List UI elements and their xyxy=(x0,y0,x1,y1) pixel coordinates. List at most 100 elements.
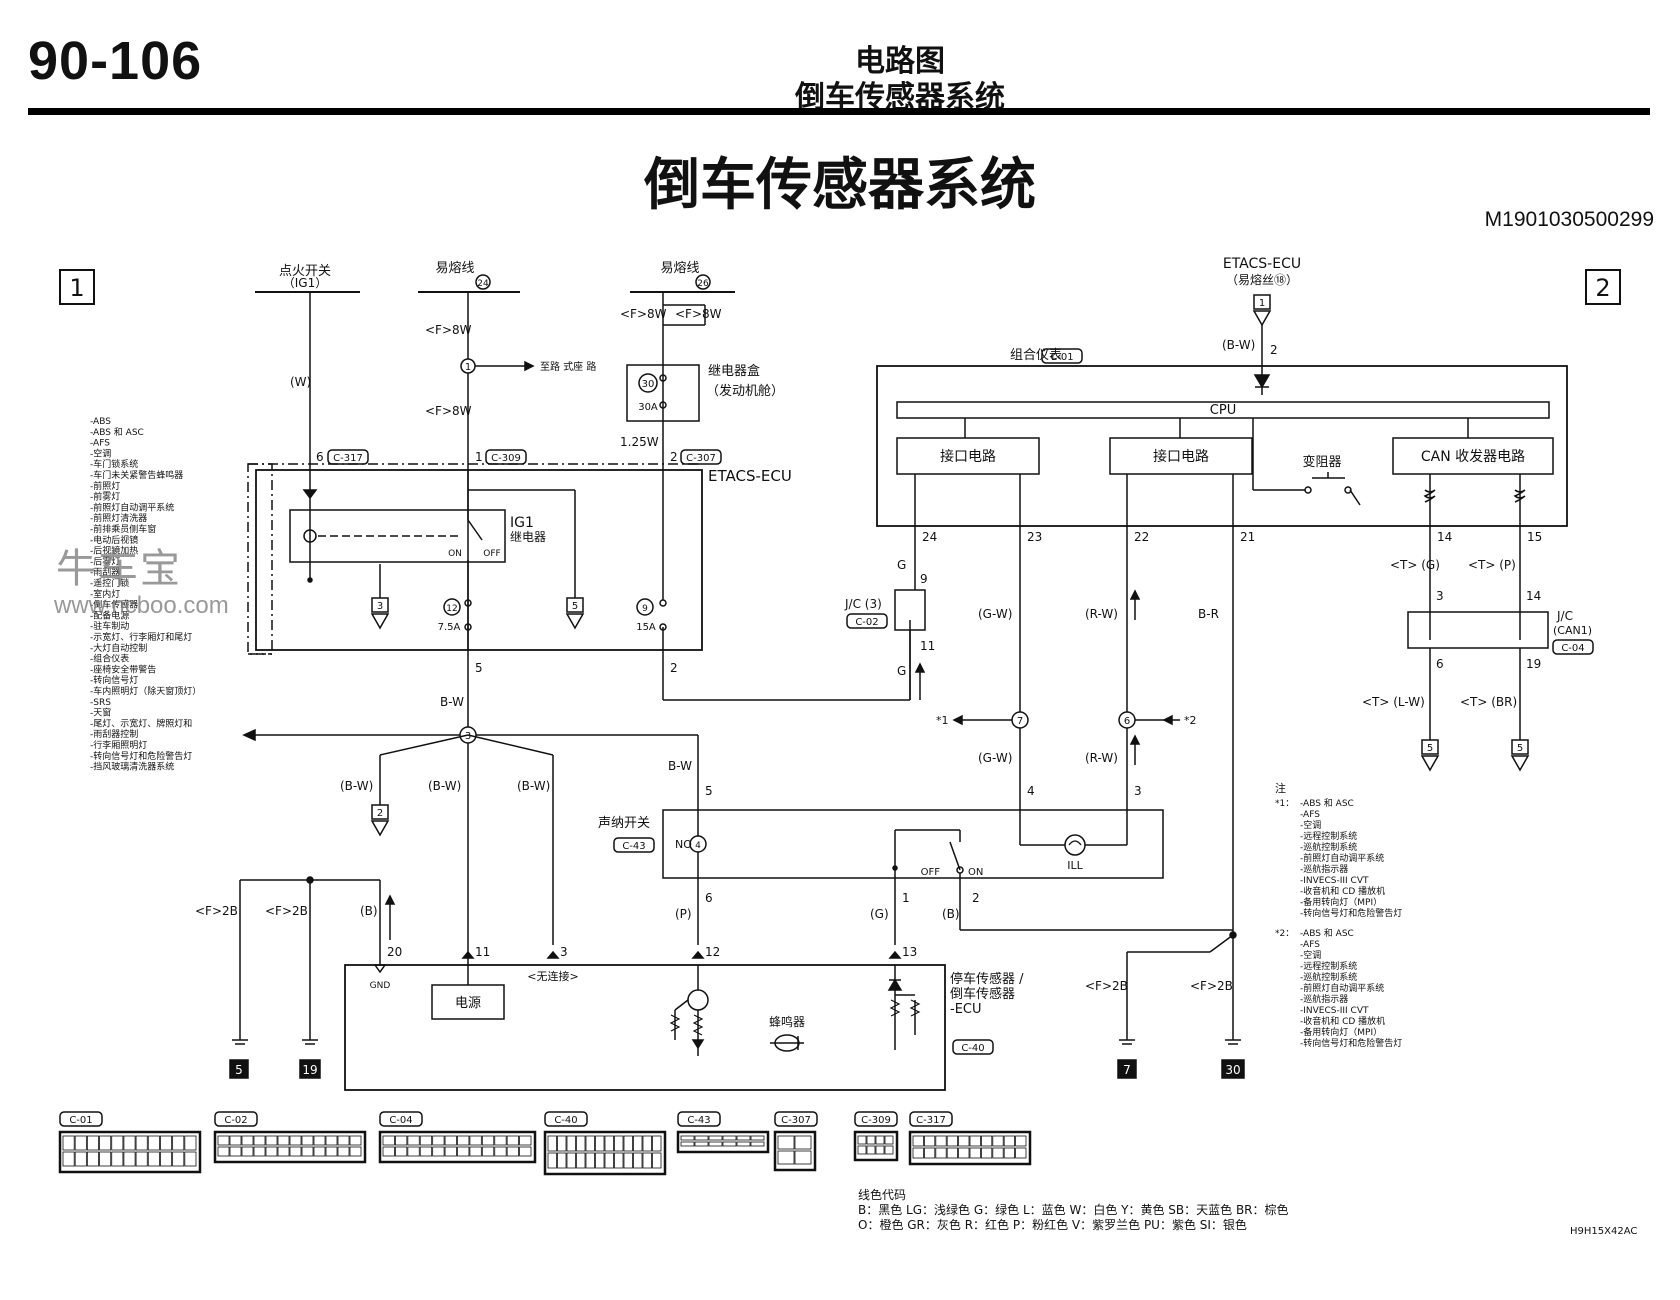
connector-pin-cell xyxy=(184,1151,197,1167)
connector-pin-cell xyxy=(557,1152,567,1169)
connector-pin-cell xyxy=(494,1135,507,1146)
notes-1-item: -远程控制系统 xyxy=(1300,830,1357,842)
left-list-item: -车门未关紧警告蜂鸣器 xyxy=(90,469,183,481)
jc3-pin-11: 11 xyxy=(920,639,935,653)
connector-view-tag xyxy=(379,1111,423,1127)
connector-view-label: C-04 xyxy=(389,1115,412,1126)
connector-pin-cell xyxy=(750,1141,765,1147)
left-list-item: -尾灯、示宽灯、牌照灯和 xyxy=(90,717,192,729)
notes-1-item: -转向信号灯和危险警告灯 xyxy=(1300,907,1402,919)
jc-can-pin-6: 6 xyxy=(1436,657,1444,671)
connector-pin-cell xyxy=(912,1135,924,1147)
connector-pin-cell xyxy=(875,1135,885,1145)
connector-pin-cell xyxy=(457,1135,470,1146)
connector-pin-cell xyxy=(419,1135,433,1146)
jc-can-label: J/C xyxy=(1556,609,1573,623)
connector-pin-cell xyxy=(614,1152,624,1169)
wire-label-1-25w: 1.25W xyxy=(620,435,659,449)
connector-pin-cell xyxy=(395,1135,408,1146)
connector-pin-cell xyxy=(135,1151,148,1167)
connector-pin-cell xyxy=(946,1147,959,1159)
connector-pin-cell xyxy=(494,1146,507,1157)
conn-tag-c307: C-307 xyxy=(686,453,716,464)
left-list-item: -挡风玻璃清洗器系统 xyxy=(90,761,174,773)
ig1-relay-label: IG1 xyxy=(510,515,534,531)
connector-pin-cell xyxy=(1015,1147,1027,1159)
connector-pin-cell xyxy=(585,1152,595,1169)
header-line-1: 电路图 xyxy=(855,44,945,79)
connector-pin-cell xyxy=(794,1135,812,1150)
connector-pin-cell xyxy=(407,1146,420,1157)
connector-pin-cell xyxy=(680,1135,695,1141)
connector-view-label: C-309 xyxy=(861,1115,891,1126)
connector-pin-cell xyxy=(857,1145,867,1155)
etacs-pin-2-bottom: 2 xyxy=(670,661,678,675)
etacs-source-label: ETACS-ECU xyxy=(1223,256,1301,272)
connector-pin-cell xyxy=(325,1135,338,1146)
wire-label-b-2: (B) xyxy=(942,907,960,921)
connector-pin-cell xyxy=(981,1147,993,1159)
connector-pin-cell xyxy=(382,1146,395,1157)
relay-on-label: ON xyxy=(448,549,462,559)
left-list-item: -转向信号灯和危险警告灯 xyxy=(90,750,192,762)
document-code: M1901030500299 xyxy=(1484,208,1654,231)
svg-text:3: 3 xyxy=(377,601,383,612)
fuse-12-amp: 7.5A xyxy=(438,622,461,633)
connector-pin-cell xyxy=(135,1135,148,1151)
ground-30: 30 xyxy=(1225,1063,1240,1077)
connector-view-label: C-01 xyxy=(69,1115,92,1126)
connector-pin-cell xyxy=(866,1135,876,1145)
connector-pin-cell xyxy=(866,1145,876,1155)
connector-pin-cell xyxy=(981,1135,993,1147)
relay-box-sub: （发动机舱） xyxy=(706,383,784,399)
connector-pin-cell xyxy=(969,1147,981,1159)
notes-2-item: -转向信号灯和危险警告灯 xyxy=(1300,1037,1402,1049)
ig1-relay-sub: 继电器 xyxy=(510,530,546,544)
wire-label-f2b-4: <F>2B xyxy=(1190,979,1233,993)
ecu-pin-20: 20 xyxy=(387,945,402,959)
connector-pin-cell xyxy=(633,1152,643,1169)
connector-pin-cell xyxy=(1015,1135,1027,1147)
can-transceiver-label: CAN 收发器电路 xyxy=(1421,449,1525,465)
left-list-item: -前排乘员侧车窗 xyxy=(90,523,156,535)
connector-pin-cell xyxy=(229,1146,242,1157)
ignition-switch-sub: （IG1） xyxy=(283,276,327,290)
left-list-item: -车内照明灯（除天窗顶灯） xyxy=(90,685,201,697)
svg-text:4: 4 xyxy=(695,841,701,851)
wire-label-g-p: (G) xyxy=(870,907,889,921)
connector-pin-cell xyxy=(652,1135,662,1152)
jc-can-pin-14: 14 xyxy=(1526,589,1541,603)
diagram-title: 倒车传感器系统 xyxy=(644,152,1036,218)
connector-pin-cell xyxy=(604,1152,614,1169)
connector-view-label: C-43 xyxy=(687,1115,710,1126)
left-list-item: -倒车传感器 xyxy=(90,599,138,611)
connector-view-tag xyxy=(59,1111,103,1127)
left-list-item: -大灯自动控制 xyxy=(90,642,147,654)
connector-pin-cell xyxy=(875,1145,885,1155)
converter-label: 变阻器 xyxy=(1302,454,1341,470)
connector-pin-cell xyxy=(633,1135,643,1152)
left-list-item: -驻车制动 xyxy=(90,620,129,632)
connector-view-tag xyxy=(909,1111,953,1127)
connector-pin-cell xyxy=(912,1147,924,1159)
connector-view-label: C-317 xyxy=(916,1115,946,1126)
svg-text:2: 2 xyxy=(377,808,383,819)
connector-pin-cell xyxy=(585,1135,595,1152)
conn-tag-c309: C-309 xyxy=(491,453,521,464)
svg-text:5: 5 xyxy=(1517,743,1523,754)
ground-7: 7 xyxy=(1123,1063,1131,1077)
etacs-pin-5: 5 xyxy=(475,661,483,675)
switch-pin-1: 1 xyxy=(902,891,910,905)
connector-pin-cell xyxy=(481,1135,495,1146)
left-list-item: -空调 xyxy=(90,447,111,459)
fuse-9-amp: 15A xyxy=(636,622,656,633)
connector-pin-cell xyxy=(407,1135,420,1146)
connector-pin-cell xyxy=(313,1135,326,1146)
fusible-link-2-label: 易熔线 xyxy=(660,261,699,276)
conn-tag-c40: C-40 xyxy=(961,1043,984,1054)
connector-view-body xyxy=(378,1130,537,1164)
ecu-label-1: 停车传感器 / xyxy=(950,971,1024,987)
marker-star-2: *2 xyxy=(1184,714,1197,727)
connector-pin-cell xyxy=(265,1135,278,1146)
